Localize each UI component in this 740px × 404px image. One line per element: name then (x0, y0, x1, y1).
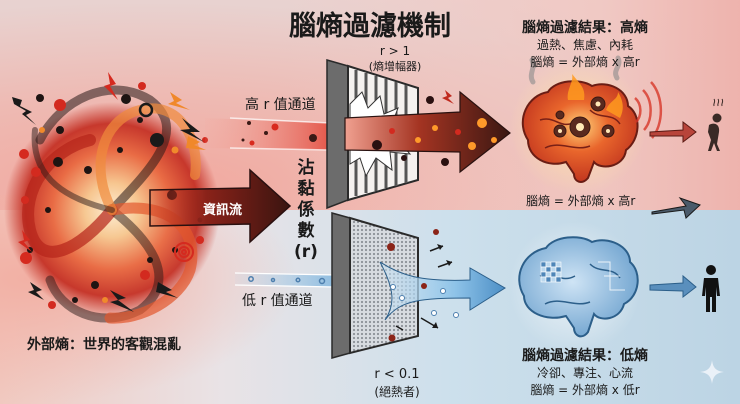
lightning-icon (104, 72, 118, 100)
high-r-channel-stream (205, 117, 331, 151)
lightning-icon (180, 118, 204, 142)
lightning-icon (12, 97, 36, 125)
coef-char: (r) (294, 242, 318, 262)
cool-brain-icon (509, 221, 641, 353)
spiky-ball-icon (150, 133, 164, 147)
high-result-formula: 腦熵 = 外部熵 x 高r (530, 55, 640, 69)
standing-person-icon (702, 265, 720, 312)
overheated-brain-icon (510, 55, 663, 195)
low-result-symptoms: 冷卻、專注、心流 (536, 366, 633, 380)
low-r-condition: r < 0.1 (374, 367, 420, 382)
high-r-role: (熵增幅器) (368, 60, 422, 73)
page-title: 腦熵過濾機制 (289, 11, 451, 42)
coef-char: 數 (297, 221, 315, 241)
high-r-condition: r > 1 (379, 44, 411, 58)
lightning-icon (156, 282, 178, 298)
grid-pattern (540, 261, 562, 283)
star-burst-icon (19, 149, 29, 159)
sparkle-icon (700, 360, 724, 384)
lightning-icon (18, 230, 32, 252)
external-entropy-label: 外部熵：世界的客觀混亂 (27, 337, 181, 353)
gear-icon (138, 102, 154, 118)
low-entropy-output-arrow (379, 229, 506, 342)
coef-char: 黏 (297, 179, 315, 199)
low-r-role: (絕熱者) (374, 385, 420, 399)
stickiness-coefficient-label: 沾 黏 係 數 (r) (292, 158, 320, 263)
lightning-icon (168, 92, 190, 110)
lightning-icon (110, 290, 134, 312)
high-outcome-arrow (649, 120, 697, 144)
low-result-formula: 腦熵 = 外部熵 x 低r (530, 383, 640, 397)
coef-char: 係 (297, 200, 315, 220)
high-result-symptoms: 過熱、焦慮、內耗 (536, 38, 633, 52)
lightning-icon (28, 282, 44, 300)
star-burst-icon (20, 252, 32, 264)
low-result-title: 腦熵過濾結果：低熵 (522, 348, 648, 364)
mid-formula: 腦熵 = 外部熵 x 高r (526, 194, 636, 208)
fine-mesh-filter (331, 212, 419, 359)
coef-char: 沾 (297, 158, 315, 178)
lightning-icon (186, 136, 206, 150)
information-flow-label: 資訊流 (203, 203, 243, 218)
mini-spiral-icon (174, 242, 194, 262)
high-entropy-output-arrow (344, 90, 511, 174)
information-flow-arrow (149, 168, 292, 244)
low-outcome-arrow (649, 274, 697, 299)
high-result-title: 腦熵過濾結果：高熵 (522, 20, 648, 36)
mid-formula-arrow (651, 196, 701, 219)
chaos-swirl (4, 72, 220, 324)
low-r-channel-label: 低 r 值通道 (242, 293, 313, 309)
exhausted-person-icon (708, 98, 724, 151)
low-r-channel-stream (234, 272, 336, 288)
high-r-channel-label: 高 r 值通道 (245, 97, 316, 113)
